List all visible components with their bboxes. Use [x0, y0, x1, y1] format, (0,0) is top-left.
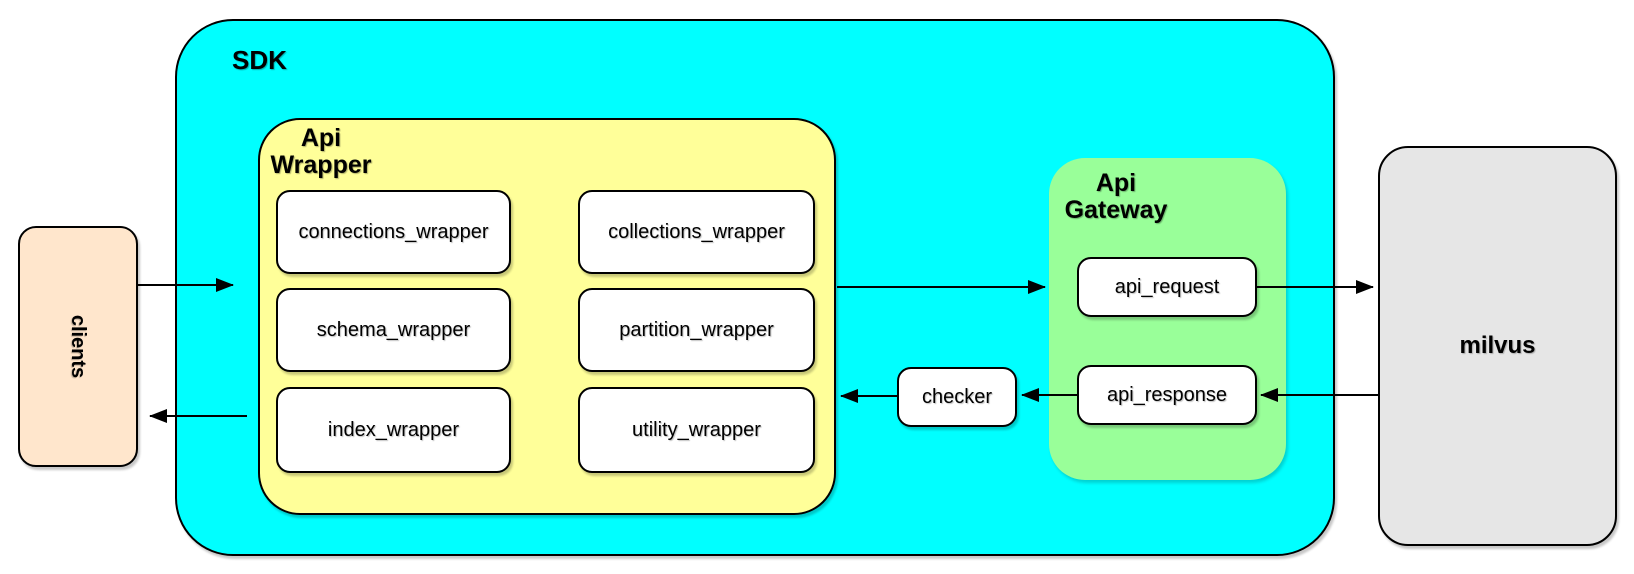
node-clients: clients [18, 226, 138, 467]
node-schema-wrapper: schema_wrapper [276, 288, 511, 372]
connections-wrapper-label: connections_wrapper [298, 220, 489, 243]
node-index-wrapper: index_wrapper [276, 387, 511, 473]
node-checker: checker [897, 367, 1017, 427]
node-utility-wrapper: utility_wrapper [578, 387, 815, 473]
checker-label: checker [921, 385, 993, 408]
node-api-response: api_response [1077, 365, 1257, 425]
partition-wrapper-label: partition_wrapper [619, 318, 774, 341]
sdk-label: SDK [232, 45, 287, 75]
node-collections-wrapper: collections_wrapper [578, 190, 815, 274]
index-wrapper-label: index_wrapper [327, 418, 460, 441]
node-connections-wrapper: connections_wrapper [276, 190, 511, 274]
node-partition-wrapper: partition_wrapper [578, 288, 815, 372]
node-milvus: milvus [1378, 146, 1617, 546]
collections-wrapper-label: collections_wrapper [608, 220, 785, 243]
api-gateway-label: Api Gateway [1064, 169, 1168, 224]
utility-wrapper-label: utility_wrapper [632, 418, 761, 441]
api-response-label: api_response [1106, 383, 1228, 406]
node-api-request: api_request [1077, 257, 1257, 317]
milvus-label: milvus [1459, 332, 1536, 359]
api-wrapper-label: Api Wrapper [270, 124, 372, 179]
api-request-label: api_request [1114, 275, 1220, 298]
clients-label: clients [67, 314, 90, 379]
container-api-gateway: Api Gateway [1049, 158, 1286, 480]
schema-wrapper-label: schema_wrapper [316, 318, 471, 341]
